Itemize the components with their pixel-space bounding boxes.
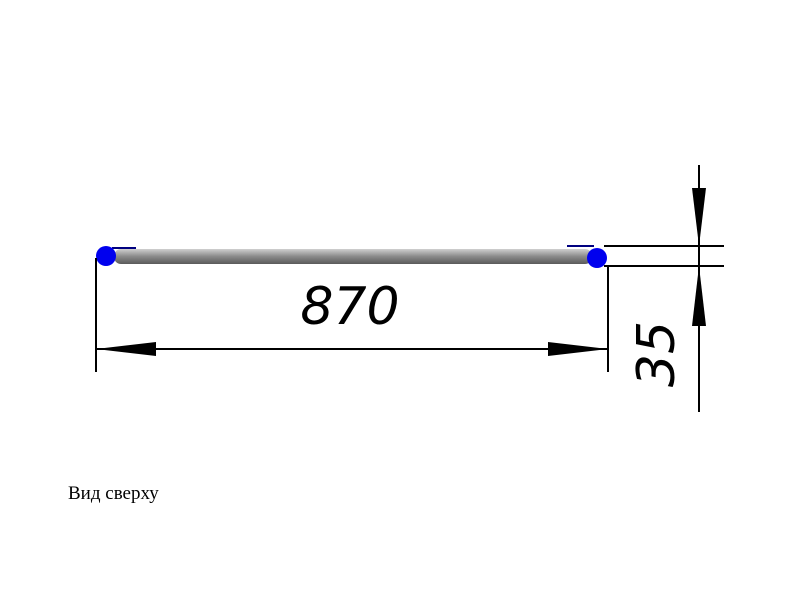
diameter-dimension-text: 35	[627, 321, 687, 387]
end-ball-right	[587, 248, 607, 268]
arrow-up-icon	[692, 266, 706, 326]
arrow-left-icon	[96, 342, 156, 356]
arrow-right-icon	[548, 342, 608, 356]
arrow-down-icon	[692, 188, 706, 246]
length-dimension-text: 870	[300, 277, 399, 337]
end-ball-left	[96, 246, 116, 266]
rod	[114, 249, 592, 264]
view-caption: Вид сверху	[68, 483, 159, 504]
